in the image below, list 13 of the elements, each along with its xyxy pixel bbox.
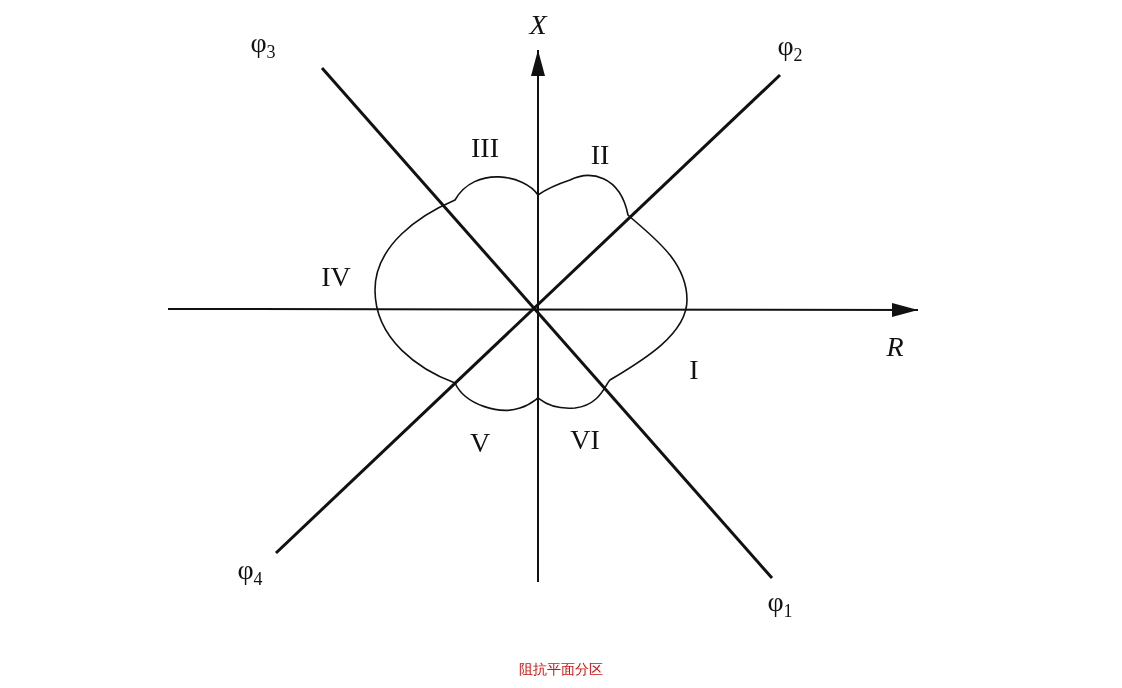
angle-label: φ$_{3}$ <box>250 28 276 62</box>
region-label: V <box>469 429 491 457</box>
region-label: I <box>689 356 699 384</box>
region-label: VI <box>570 426 600 454</box>
axis-label: X <box>529 11 547 39</box>
region-label: IV <box>321 263 351 291</box>
angle-label: φ$_{4}$ <box>237 555 263 589</box>
angle-label: φ$_{2}$ <box>777 31 803 65</box>
angle-label: φ$_{1}$ <box>767 587 793 621</box>
caption: 阻抗平面分区 <box>519 661 603 679</box>
region-label: III <box>471 134 499 162</box>
region-label: II <box>590 141 610 169</box>
axis-label: R <box>886 333 904 361</box>
